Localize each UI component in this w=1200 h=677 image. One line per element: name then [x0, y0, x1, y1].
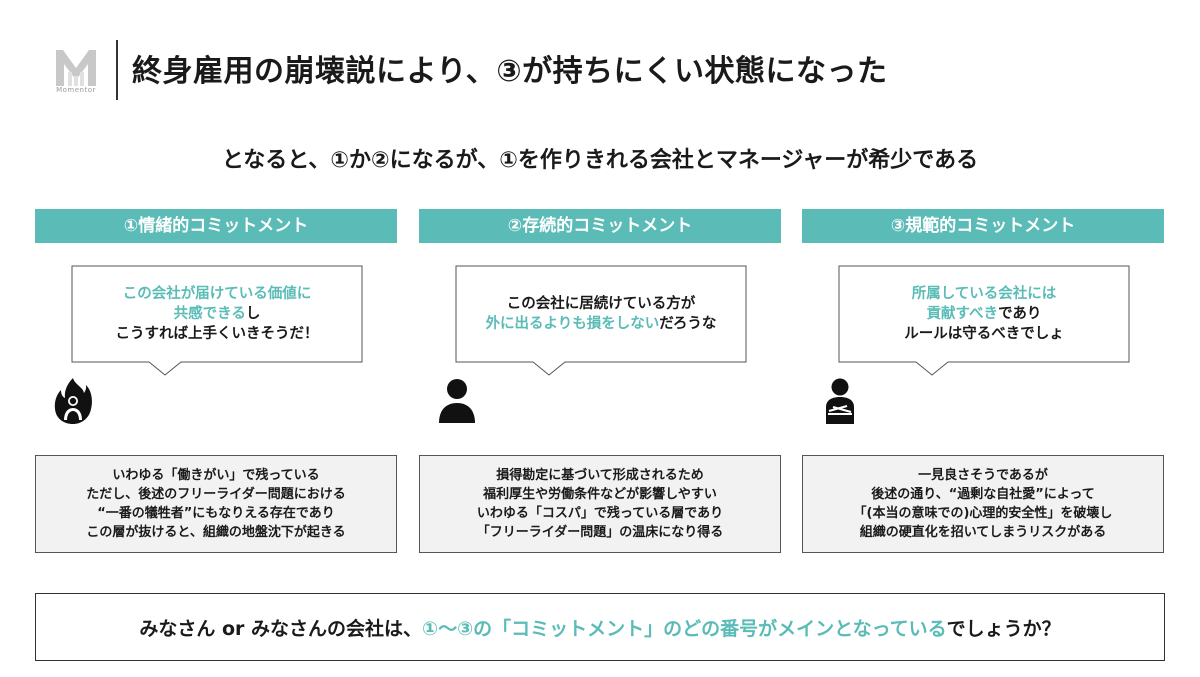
page-title: 終身雇用の崩壊説により、③が持ちにくい状態になった: [132, 54, 888, 89]
description-panel: 損得勘定に基づいて形成されるため 福利厚生や労働条件などが影響しやすい いわゆる…: [419, 455, 781, 553]
title-divider: [116, 40, 118, 100]
column-header: ②存続的コミットメント: [419, 209, 781, 243]
description-line: 一見良さそうであるが: [918, 468, 1048, 483]
column-header: ③規範的コミットメント: [802, 209, 1164, 243]
bubble-line: ルールは守るべきでしょ: [904, 326, 1064, 342]
bubble-text: し: [245, 306, 261, 322]
question-box: みなさん or みなさんの会社は、①〜③の「コミットメント」のどの番号がメインと…: [35, 593, 1165, 661]
bubble-line: この会社に居続けている方が: [506, 296, 696, 312]
speech-bubble: この会社に居続けている方が 外に出るよりも損をしないだろうな: [455, 265, 747, 376]
person-crossed-arms-icon: [826, 378, 854, 424]
commitment-column-continuance: ②存続的コミットメント この会社に居続けている方が 外に出るよりも損をしないだろ…: [419, 209, 781, 553]
fire-person-icon: [54, 378, 92, 424]
bubble-line: この会社が届けている価値に: [122, 286, 312, 302]
description-line: 福利厚生や労働条件などが影響しやすい: [483, 487, 717, 502]
bubble-text: であり: [998, 306, 1042, 322]
description-panel: いわゆる「働きがい」で残っている ただし、後述のフリーライダー問題における “一…: [35, 455, 397, 553]
description-line: いわゆる「コスパ」で残っている層であり: [476, 506, 724, 521]
bubble-accent-text: 貢献すべき: [926, 306, 999, 322]
description-line: 損得勘定に基づいて形成されるため: [496, 468, 704, 483]
logo-text: Momentor: [56, 86, 96, 94]
description-line: “一番の犠牲者”にもなりえる存在であり: [97, 506, 335, 521]
page-subtitle: となると、①か②になるが、①を作りきれる会社とマネージャーが希少である: [221, 148, 979, 173]
momentor-logo-icon: [56, 50, 96, 86]
description-line: いわゆる「働きがい」で残っている: [112, 468, 320, 483]
bubble-accent-text: 共感できる: [173, 306, 246, 322]
commitment-column-emotional: ①情緒的コミットメント この会社が届けている価値に 共感できるし こうすれば上手…: [35, 209, 397, 553]
commitment-column-normative: ③規範的コミットメント 所属している会社には 貢献すべきであり ルールは守るべき…: [802, 209, 1164, 553]
description-line: 組織の硬直化を招いてしまうリスクがある: [859, 525, 1107, 540]
description-line: 「フリーライダー問題」の温床になり得る: [476, 525, 724, 540]
column-header: ①情緒的コミットメント: [35, 209, 397, 243]
bubble-text: だろうな: [659, 316, 717, 332]
person-icon: [439, 379, 475, 423]
description-line: 後述の通り、“過剰な自社愛”によって: [871, 487, 1095, 502]
description-line: 「(本当の意味での)心理的安全性」を破壊し: [853, 506, 1113, 521]
bubble-accent-text: 所属している会社には: [911, 286, 1057, 302]
description-line: ただし、後述のフリーライダー問題における: [86, 487, 346, 502]
description-line: この層が抜けると、組織の地盤沈下が起きる: [86, 525, 346, 540]
speech-bubble: この会社が届けている価値に 共感できるし こうすれば上手くいきそうだ！: [71, 265, 363, 376]
question-text-end: でしょうか？: [946, 617, 1061, 640]
bubble-line: こうすれば上手くいきそうだ！: [115, 326, 319, 342]
question-text: みなさん or みなさんの会社は、: [139, 617, 422, 640]
bubble-accent-text: 外に出るよりも損をしない: [485, 316, 660, 332]
speech-bubble: 所属している会社には 貢献すべきであり ルールは守るべきでしょ: [838, 265, 1130, 376]
question-accent-text: ①〜③の「コミットメント」のどの番号がメインとなっている: [421, 617, 947, 640]
description-panel: 一見良さそうであるが 後述の通り、“過剰な自社愛”によって 「(本当の意味での)…: [802, 455, 1164, 553]
